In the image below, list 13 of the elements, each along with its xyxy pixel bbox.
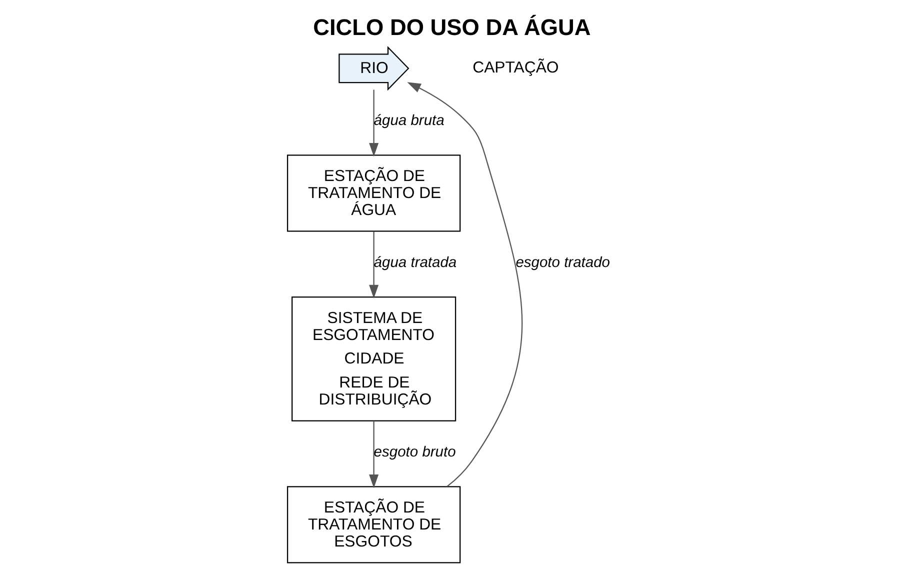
edge-label: água tratada xyxy=(373,254,456,271)
node-box: ESTAÇÃO DE TRATAMENTO DE ESGOTOS xyxy=(286,486,460,564)
arrow xyxy=(368,231,378,299)
label: CAPTAÇÃO xyxy=(472,60,558,77)
diagram-title: CICLO DO USO DA ÁGUA xyxy=(312,14,590,40)
edge-label: água bruta xyxy=(373,112,444,129)
node-box: SISTEMA DE ESGOTAMENTO CIDADE REDE DE DISTRIBUIÇÃO xyxy=(291,296,456,422)
node-box: ESTAÇÃO DE TRATAMENTO DE ÁGUA xyxy=(286,154,460,232)
arrow xyxy=(406,82,522,487)
arrow xyxy=(368,90,378,157)
edge-label: esgoto bruto xyxy=(373,444,456,460)
edge-label: esgoto tratado xyxy=(515,254,610,271)
arrow xyxy=(368,420,378,488)
